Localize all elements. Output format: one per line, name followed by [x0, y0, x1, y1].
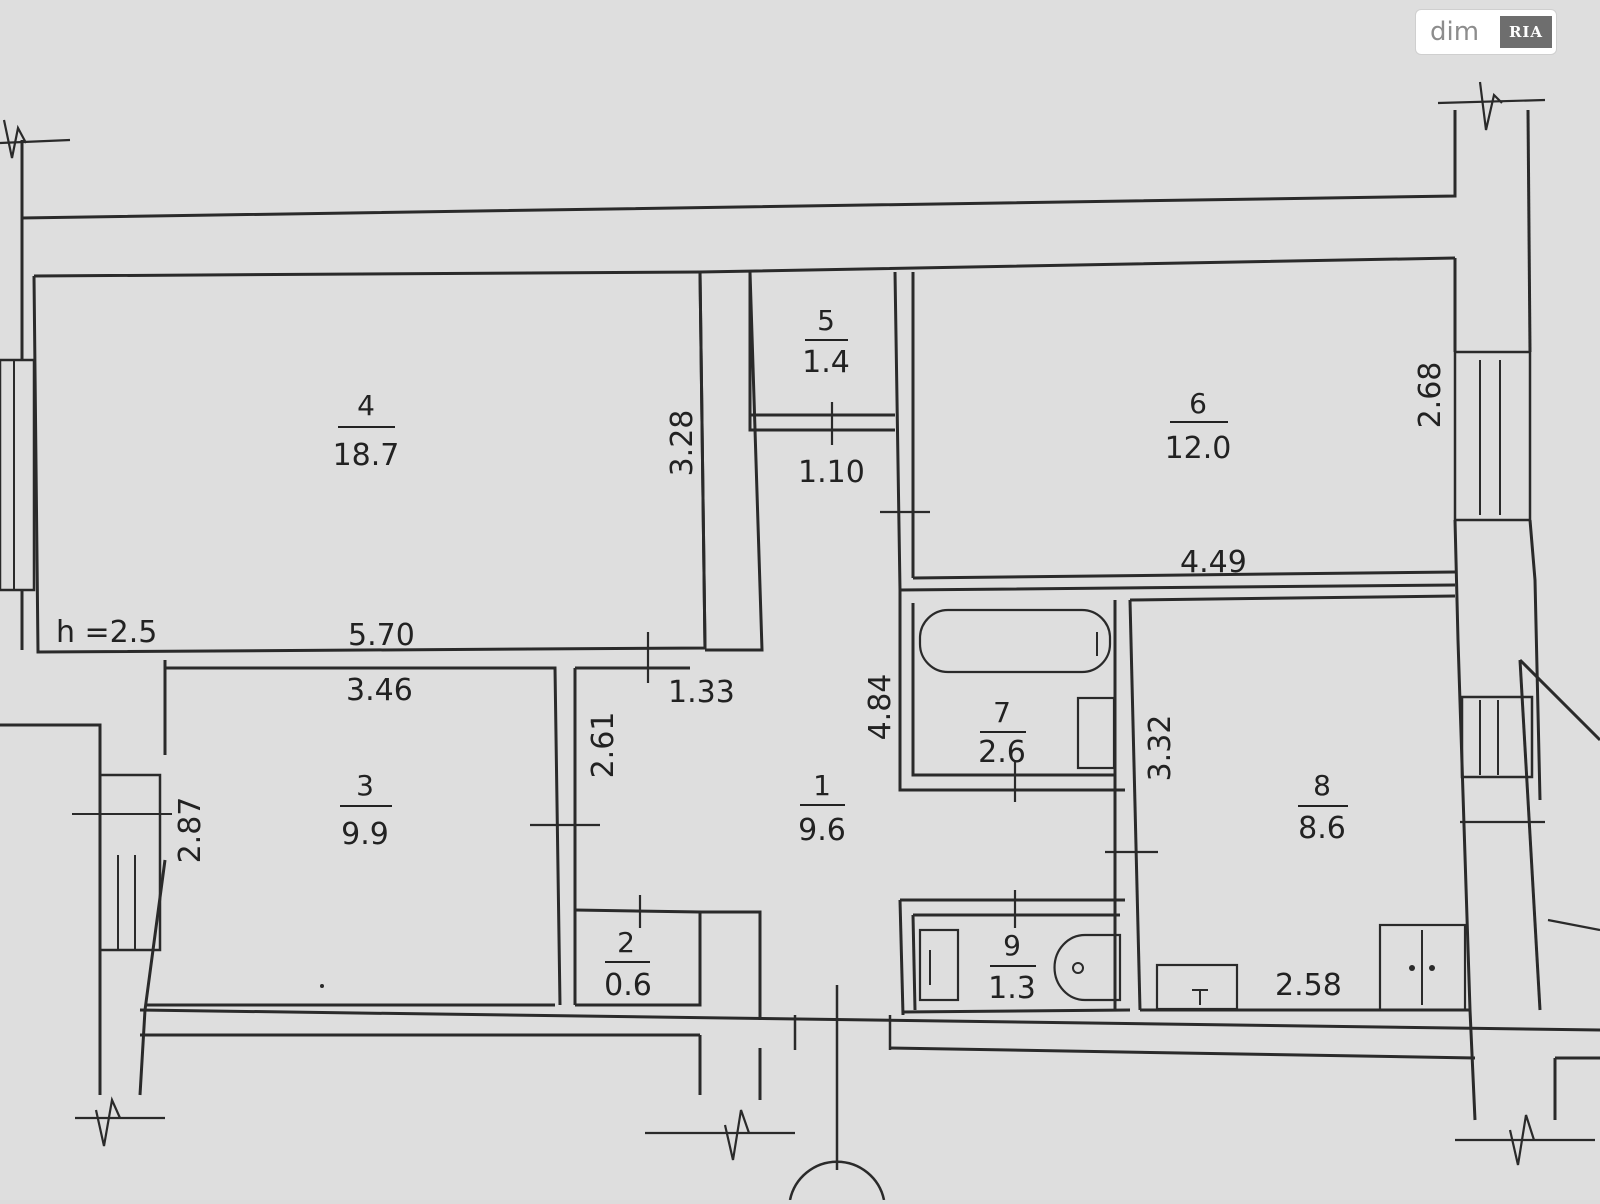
room-number: 9 — [1003, 929, 1021, 962]
hall-height-dim: 4.84 — [863, 674, 898, 741]
ria-logo-icon: RIA — [1500, 16, 1552, 48]
room-number: 3 — [356, 769, 374, 802]
pencil-dot — [320, 984, 324, 988]
room-1: 1 9.6 — [798, 769, 846, 848]
windows — [0, 350, 1534, 952]
room-area: 18.7 — [333, 438, 400, 473]
room-number: 6 — [1189, 387, 1207, 420]
room-area: 8.6 — [1298, 811, 1346, 846]
room8-height-dim: 3.32 — [1143, 715, 1178, 782]
room3-height-dim: 2.87 — [173, 797, 208, 864]
room-area: 1.4 — [802, 345, 850, 380]
hall-width-dim: 1.33 — [668, 675, 735, 710]
room6-width-dim: 4.49 — [1180, 545, 1247, 580]
room6-height-dim: 2.68 — [1413, 362, 1448, 429]
room-number: 2 — [617, 926, 635, 959]
sink-icon — [1076, 696, 1116, 770]
ceiling-height-label: h =2.5 — [56, 615, 157, 650]
bathtub-icon — [918, 608, 1112, 674]
room-8: 8 8.6 — [1298, 769, 1348, 846]
door-markers — [530, 402, 1600, 932]
room-number: 7 — [993, 696, 1011, 729]
room-9: 9 1.3 — [988, 929, 1036, 1006]
room-4: 4 18.7 — [333, 389, 400, 473]
corridor-width-dim: 1.10 — [798, 455, 865, 490]
watermark-text: dim — [1430, 17, 1480, 47]
room-labels: 1 9.6 2 0.6 3 9.9 4 18.7 5 — [333, 304, 1348, 1006]
room-area: 12.0 — [1165, 431, 1232, 466]
room8-width-dim: 2.58 — [1275, 968, 1342, 1003]
kitchen-sink-icon — [1155, 963, 1239, 1011]
watermark-badge: dim RIA — [1416, 10, 1556, 54]
room-3: 3 9.9 — [340, 769, 392, 852]
room4-width-dim: 5.70 — [348, 618, 415, 653]
room-5: 5 1.4 — [802, 304, 850, 380]
room-area: 2.6 — [978, 735, 1026, 770]
washbasin-icon — [918, 928, 960, 1002]
fixtures — [918, 608, 1467, 1012]
room-number: 4 — [357, 389, 375, 422]
room-6: 6 12.0 — [1165, 387, 1232, 466]
room-area: 0.6 — [604, 968, 652, 1003]
dimension-labels: h =2.5 3.28 5.70 1.10 2.68 4.49 3.46 1.3… — [56, 362, 1448, 1003]
toilet-icon — [1053, 933, 1122, 1002]
room4-height-dim: 3.28 — [665, 410, 700, 477]
room-number: 1 — [813, 769, 831, 802]
room-number: 8 — [1313, 769, 1331, 802]
room3-depth-dim: 2.61 — [586, 712, 621, 779]
stove-icon — [1378, 923, 1467, 1012]
room-area: 9.6 — [798, 813, 846, 848]
room-number: 5 — [817, 304, 835, 337]
room-2: 2 0.6 — [604, 926, 652, 1003]
room3-width-dim: 3.46 — [346, 673, 413, 708]
room-7: 7 2.6 — [978, 696, 1026, 770]
room-area: 1.3 — [988, 971, 1036, 1006]
room-area: 9.9 — [341, 817, 389, 852]
